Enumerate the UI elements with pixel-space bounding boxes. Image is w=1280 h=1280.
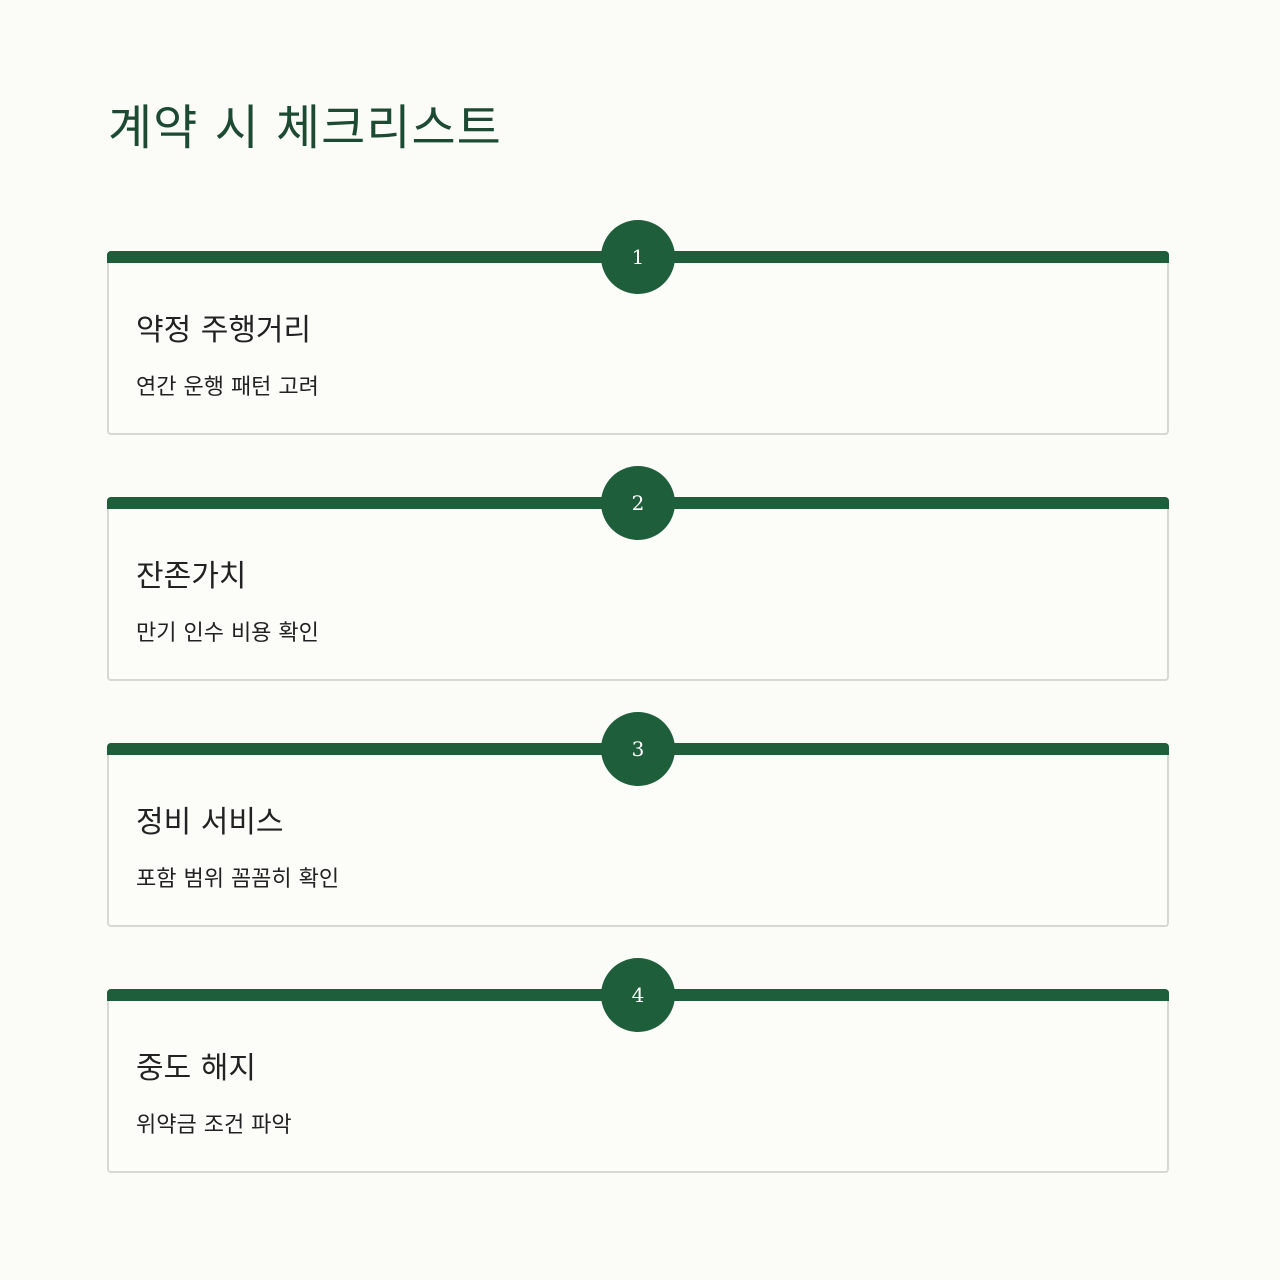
card-title: 정비 서비스	[136, 805, 284, 840]
checklist-card-4: 4 중도 해지 위약금 조건 파악	[107, 958, 1169, 1173]
checklist-card-3: 3 정비 서비스 포함 범위 꼼꼼히 확인	[107, 712, 1169, 927]
checklist-card-1: 1 약정 주행거리 연간 운행 패턴 고려	[107, 220, 1169, 435]
step-number-badge: 1	[601, 220, 675, 294]
card-description: 만기 인수 비용 확인	[136, 621, 319, 646]
card-title: 잔존가치	[136, 559, 247, 594]
step-number-badge: 4	[601, 958, 675, 1032]
checklist-card-2: 2 잔존가치 만기 인수 비용 확인	[107, 466, 1169, 681]
card-title: 약정 주행거리	[136, 313, 312, 348]
card-description: 포함 범위 꼼꼼히 확인	[136, 867, 340, 892]
card-title: 중도 해지	[136, 1051, 256, 1086]
page-title: 계약 시 체크리스트	[108, 100, 502, 156]
step-number-badge: 2	[601, 466, 675, 540]
card-description: 위약금 조건 파악	[136, 1113, 292, 1138]
card-description: 연간 운행 패턴 고려	[136, 375, 319, 400]
step-number-badge: 3	[601, 712, 675, 786]
